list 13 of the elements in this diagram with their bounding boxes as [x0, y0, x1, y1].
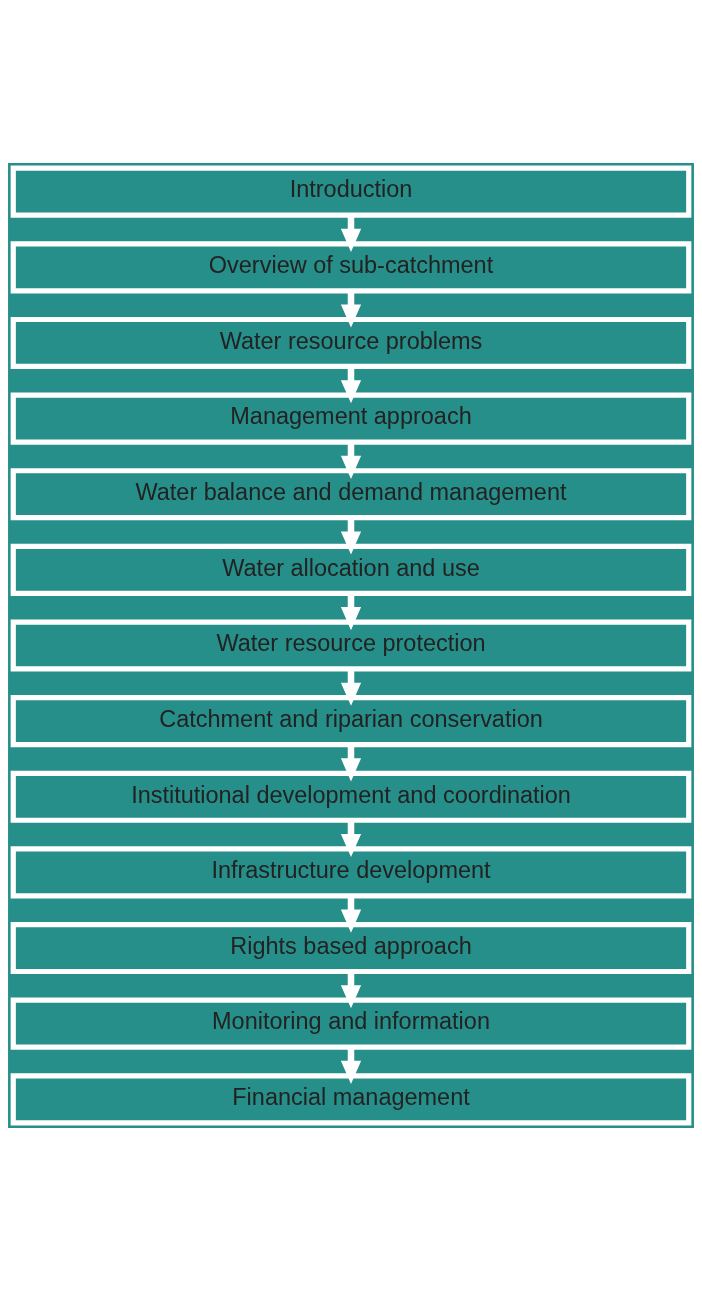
node-box: Management approach: [10, 392, 692, 445]
node-box: Water resource protection: [10, 618, 692, 672]
node-box: Introduction: [10, 165, 692, 218]
node-box: Water balance and demand management: [10, 467, 692, 520]
node-box: Infrastructure development: [10, 845, 692, 898]
node-box: Water allocation and use: [10, 543, 692, 596]
node-box: Rights based approach: [10, 921, 692, 974]
node-box: Monitoring and information: [10, 997, 692, 1050]
node-box: Overview of sub-catchment: [10, 240, 692, 293]
node-box: Financial management: [10, 1072, 692, 1125]
node-box: Institutional development and coordination: [10, 770, 692, 823]
node-box: Catchment and riparian conservation: [10, 694, 692, 747]
node-box: Water resource problems: [10, 316, 692, 369]
